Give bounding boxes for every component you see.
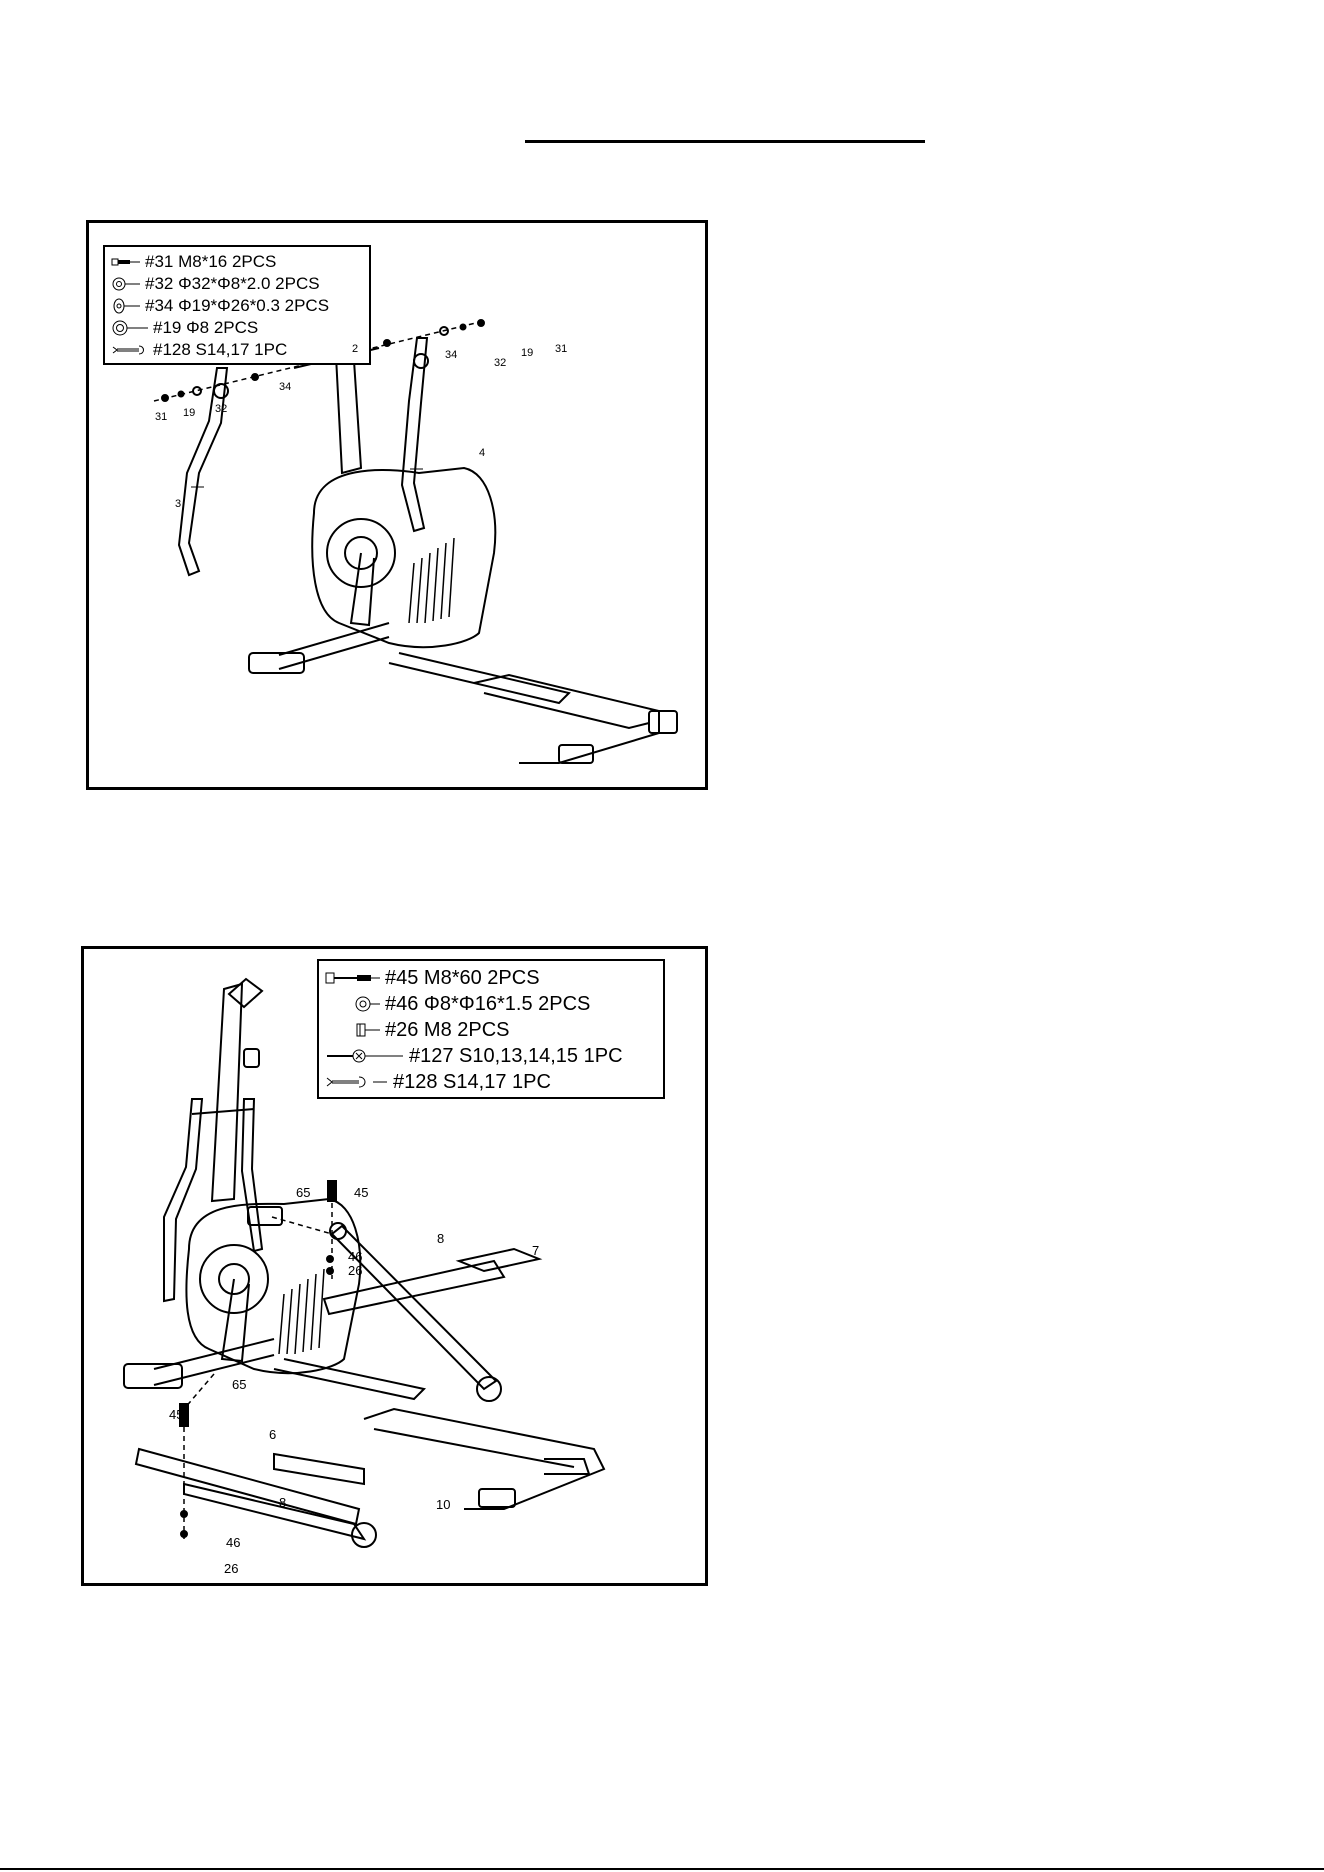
rear-foot-left (124, 1364, 182, 1388)
arm-wheel-right (477, 1377, 501, 1401)
legend-text: #128 S14,17 1PC (393, 1069, 551, 1095)
curved-washer-icon (111, 298, 141, 314)
callout-46: 46 (226, 1537, 240, 1549)
housing-vents (409, 538, 454, 623)
legend-text: #31 M8*16 2PCS (145, 252, 276, 272)
callout-31: 31 (555, 343, 567, 355)
callout-19: 19 (521, 347, 533, 359)
legend-text: #32 Φ32*Φ8*2.0 2PCS (145, 274, 320, 294)
legend-row: #128 S14,17 1PC (325, 1069, 657, 1095)
callout-7: 7 (532, 1245, 539, 1257)
step2-panel: #45 M8*60 2PCS #46 Φ8*Φ16*1.5 2PCS #26 M… (81, 946, 708, 1586)
allen-wrench-icon (325, 1047, 405, 1065)
front-frame (474, 675, 659, 763)
legend-row: #127 S10,13,14,15 1PC (325, 1043, 657, 1069)
callout-34: 34 (445, 349, 457, 361)
callout-32: 32 (215, 403, 227, 415)
rear-foot-left (249, 653, 304, 673)
callout-26: 26 (348, 1265, 362, 1277)
legend-row: #45 M8*60 2PCS (325, 965, 657, 991)
step2-hardware-legend: #45 M8*60 2PCS #46 Φ8*Φ16*1.5 2PCS #26 M… (317, 959, 665, 1099)
legend-text: #26 M8 2PCS (385, 1017, 510, 1043)
callout-31: 31 (155, 411, 167, 423)
callout-65: 65 (232, 1379, 246, 1391)
arm-wheel-left (352, 1523, 376, 1547)
flat-washer-icon (325, 995, 381, 1013)
callout-4: 4 (479, 447, 485, 459)
step1-hardware-legend: #31 M8*16 2PCS #32 Φ32*Φ8*2.0 2PCS #34 Φ… (103, 245, 371, 365)
right-handlebar (242, 1099, 262, 1251)
long-bolt-icon (325, 970, 381, 986)
step1-panel: #31 M8*16 2PCS #32 Φ32*Φ8*2.0 2PCS #34 Φ… (86, 220, 708, 790)
assembly-guides (184, 1194, 332, 1539)
housing-vents (279, 1269, 324, 1354)
crank-arm (351, 553, 374, 625)
legend-row: #19 Φ8 2PCS (111, 317, 363, 339)
legend-text: #127 S10,13,14,15 1PC (409, 1043, 623, 1069)
left-handlebar (179, 368, 227, 575)
legend-row: #32 Φ32*Φ8*2.0 2PCS (111, 273, 363, 295)
left-handlebar (164, 1099, 202, 1301)
legend-text: #45 M8*60 2PCS (385, 965, 540, 991)
callout-6: 6 (269, 1429, 276, 1441)
pivot-bracket-top (248, 1207, 282, 1225)
callout-26: 26 (224, 1563, 238, 1575)
callout-34: 34 (279, 381, 291, 393)
connecting-arm-left (184, 1484, 364, 1539)
legend-text: #128 S14,17 1PC (153, 340, 287, 360)
main-rail (389, 653, 569, 703)
pedal-arm-left (136, 1449, 359, 1524)
callout-45: 45 (354, 1187, 368, 1199)
legend-text: #34 Φ19*Φ26*0.3 2PCS (145, 296, 329, 316)
legend-row: #26 M8 2PCS (325, 1017, 657, 1043)
nut-icon (325, 1021, 381, 1039)
flat-washer-icon (111, 276, 141, 292)
spring-washer-icon (111, 319, 149, 337)
callout-19: 19 (183, 407, 195, 419)
callout-8: 8 (437, 1233, 444, 1245)
bolt-icon (111, 255, 141, 269)
callout-3: 3 (175, 498, 181, 510)
legend-text: #46 Φ8*Φ16*1.5 2PCS (385, 991, 590, 1017)
front-foot-right (649, 711, 677, 733)
wrench-icon (325, 1074, 389, 1090)
wrench-icon (111, 343, 149, 357)
callout-2: 2 (352, 343, 358, 355)
callout-10: 10 (436, 1499, 450, 1511)
legend-row: #34 Φ19*Φ26*0.3 2PCS (111, 295, 363, 317)
callout-46: 46 (348, 1251, 362, 1263)
legend-text: #19 Φ8 2PCS (153, 318, 258, 338)
legend-row: #46 Φ8*Φ16*1.5 2PCS (325, 991, 657, 1017)
console-mount-plate (229, 979, 262, 1007)
foot-pedal-left (274, 1454, 364, 1484)
main-rail (274, 1359, 424, 1399)
callout-45: 45 (169, 1409, 183, 1421)
legend-row: #128 S14,17 1PC (111, 339, 363, 361)
callout-8: 8 (279, 1497, 286, 1509)
front-foot-left (479, 1489, 515, 1507)
upright-mast (212, 984, 242, 1201)
title-underline (525, 140, 925, 143)
callout-32: 32 (494, 357, 506, 369)
tension-knob (244, 1049, 259, 1067)
page-bottom-rule (0, 1868, 1324, 1870)
legend-row: #31 M8*16 2PCS (111, 251, 363, 273)
foot-pedal-right (459, 1249, 539, 1271)
right-handle-pivot (414, 354, 428, 368)
callout-65: 65 (296, 1187, 310, 1199)
bolt-45-upper (328, 1181, 336, 1201)
